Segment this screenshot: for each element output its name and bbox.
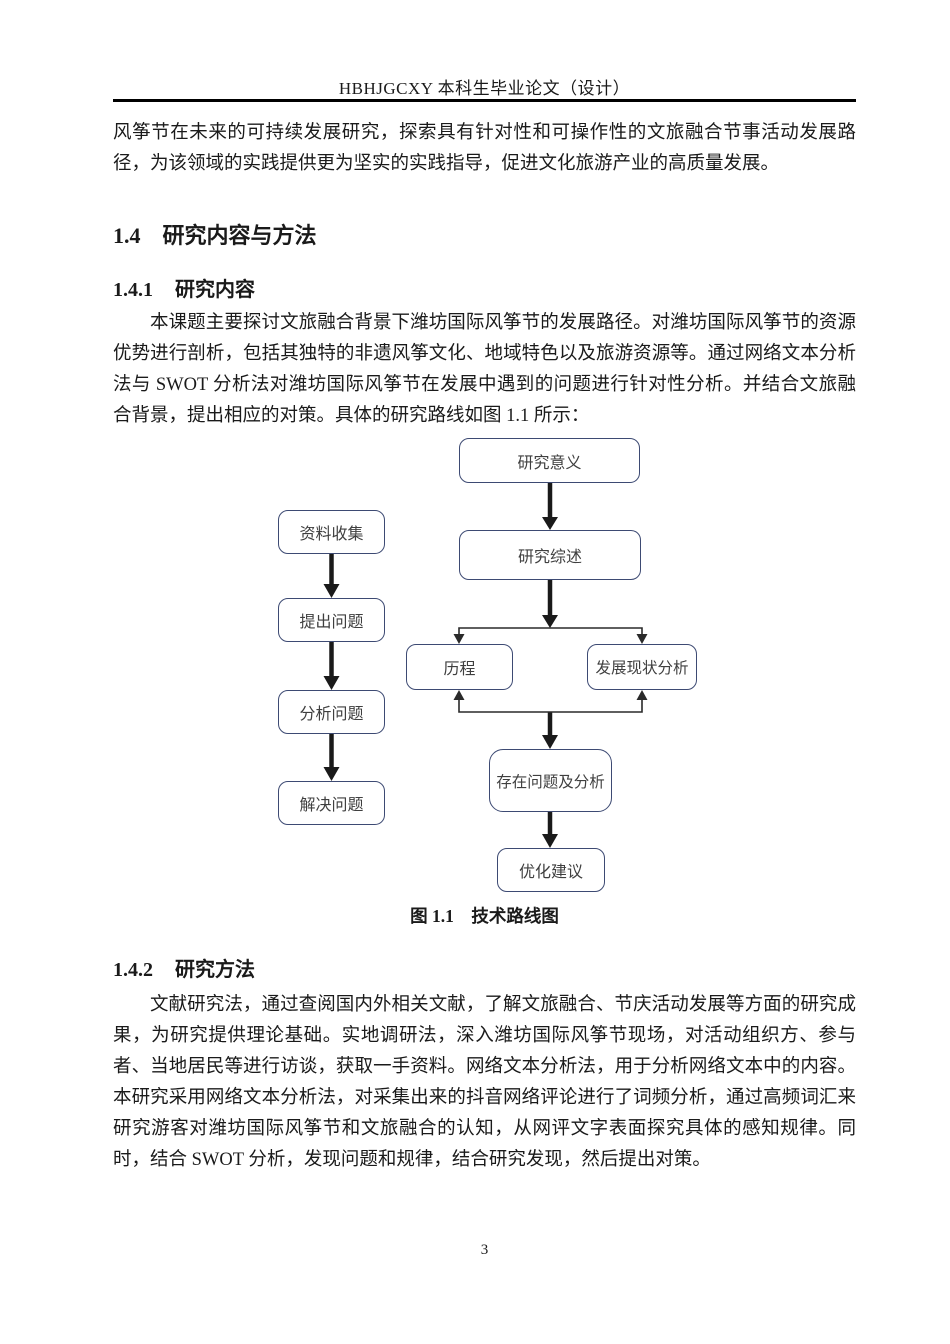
branch-lines bbox=[458, 627, 643, 713]
subsection-heading-1-4-2: 1.4.2 研究方法 bbox=[113, 953, 856, 982]
flow-box-problems-analysis: 存在问题及分析 bbox=[489, 749, 612, 812]
subsection-heading-1-4-1: 1.4.1 研究内容 bbox=[113, 273, 856, 302]
thin-arrowheads bbox=[453, 634, 648, 700]
flow-box-history: 历程 bbox=[406, 644, 513, 690]
flow-box-research-review: 研究综述 bbox=[459, 530, 641, 580]
flow-box-data-collection: 资料收集 bbox=[278, 510, 385, 554]
flow-box-raise-question: 提出问题 bbox=[278, 598, 385, 642]
flow-box-development-status: 发展现状分析 bbox=[587, 644, 697, 690]
flow-box-analyze-question: 分析问题 bbox=[278, 690, 385, 734]
subsection-label: 研究内容 bbox=[175, 279, 255, 301]
section-number: 1.4 bbox=[113, 223, 141, 248]
subsection-label: 研究方法 bbox=[175, 959, 255, 981]
figure-caption: 图 1.1 技术路线图 bbox=[410, 906, 559, 926]
page-header-title: HBHJGCXY 本科生毕业论文（设计） bbox=[338, 79, 631, 98]
paragraph-intro: 风筝节在未来的可持续发展研究，探索具有针对性和可操作性的文旅融合节事活动发展路径… bbox=[113, 123, 856, 174]
paragraph-research-content: 本课题主要探讨文旅融合背景下潍坊国际风筝节的发展路径。对潍坊国际风筝节的资源优势… bbox=[113, 313, 856, 426]
subsection-number: 1.4.2 bbox=[113, 959, 153, 981]
thick-arrowheads bbox=[323, 517, 558, 848]
section-label: 研究内容与方法 bbox=[162, 223, 317, 248]
page-number: 3 bbox=[480, 1242, 489, 1258]
flowchart-arrows bbox=[323, 483, 648, 848]
section-heading-1-4: 1.4 研究内容与方法 bbox=[113, 218, 856, 250]
paragraph-research-method: 文献研究法，通过查阅国内外相关文献，了解文旅融合、节庆活动发展等方面的研究成果，… bbox=[113, 995, 856, 1170]
technical-route-flowchart: 研究意义 研究综述 历程 发展现状分析 存在问题及分析 优化建议 资料收集 提出… bbox=[0, 430, 950, 895]
flow-box-solve-question: 解决问题 bbox=[278, 781, 385, 825]
flow-box-optimization-advice: 优化建议 bbox=[497, 848, 605, 892]
header-rule bbox=[113, 99, 856, 102]
subsection-number: 1.4.1 bbox=[113, 279, 153, 301]
flow-box-research-significance: 研究意义 bbox=[459, 438, 640, 483]
